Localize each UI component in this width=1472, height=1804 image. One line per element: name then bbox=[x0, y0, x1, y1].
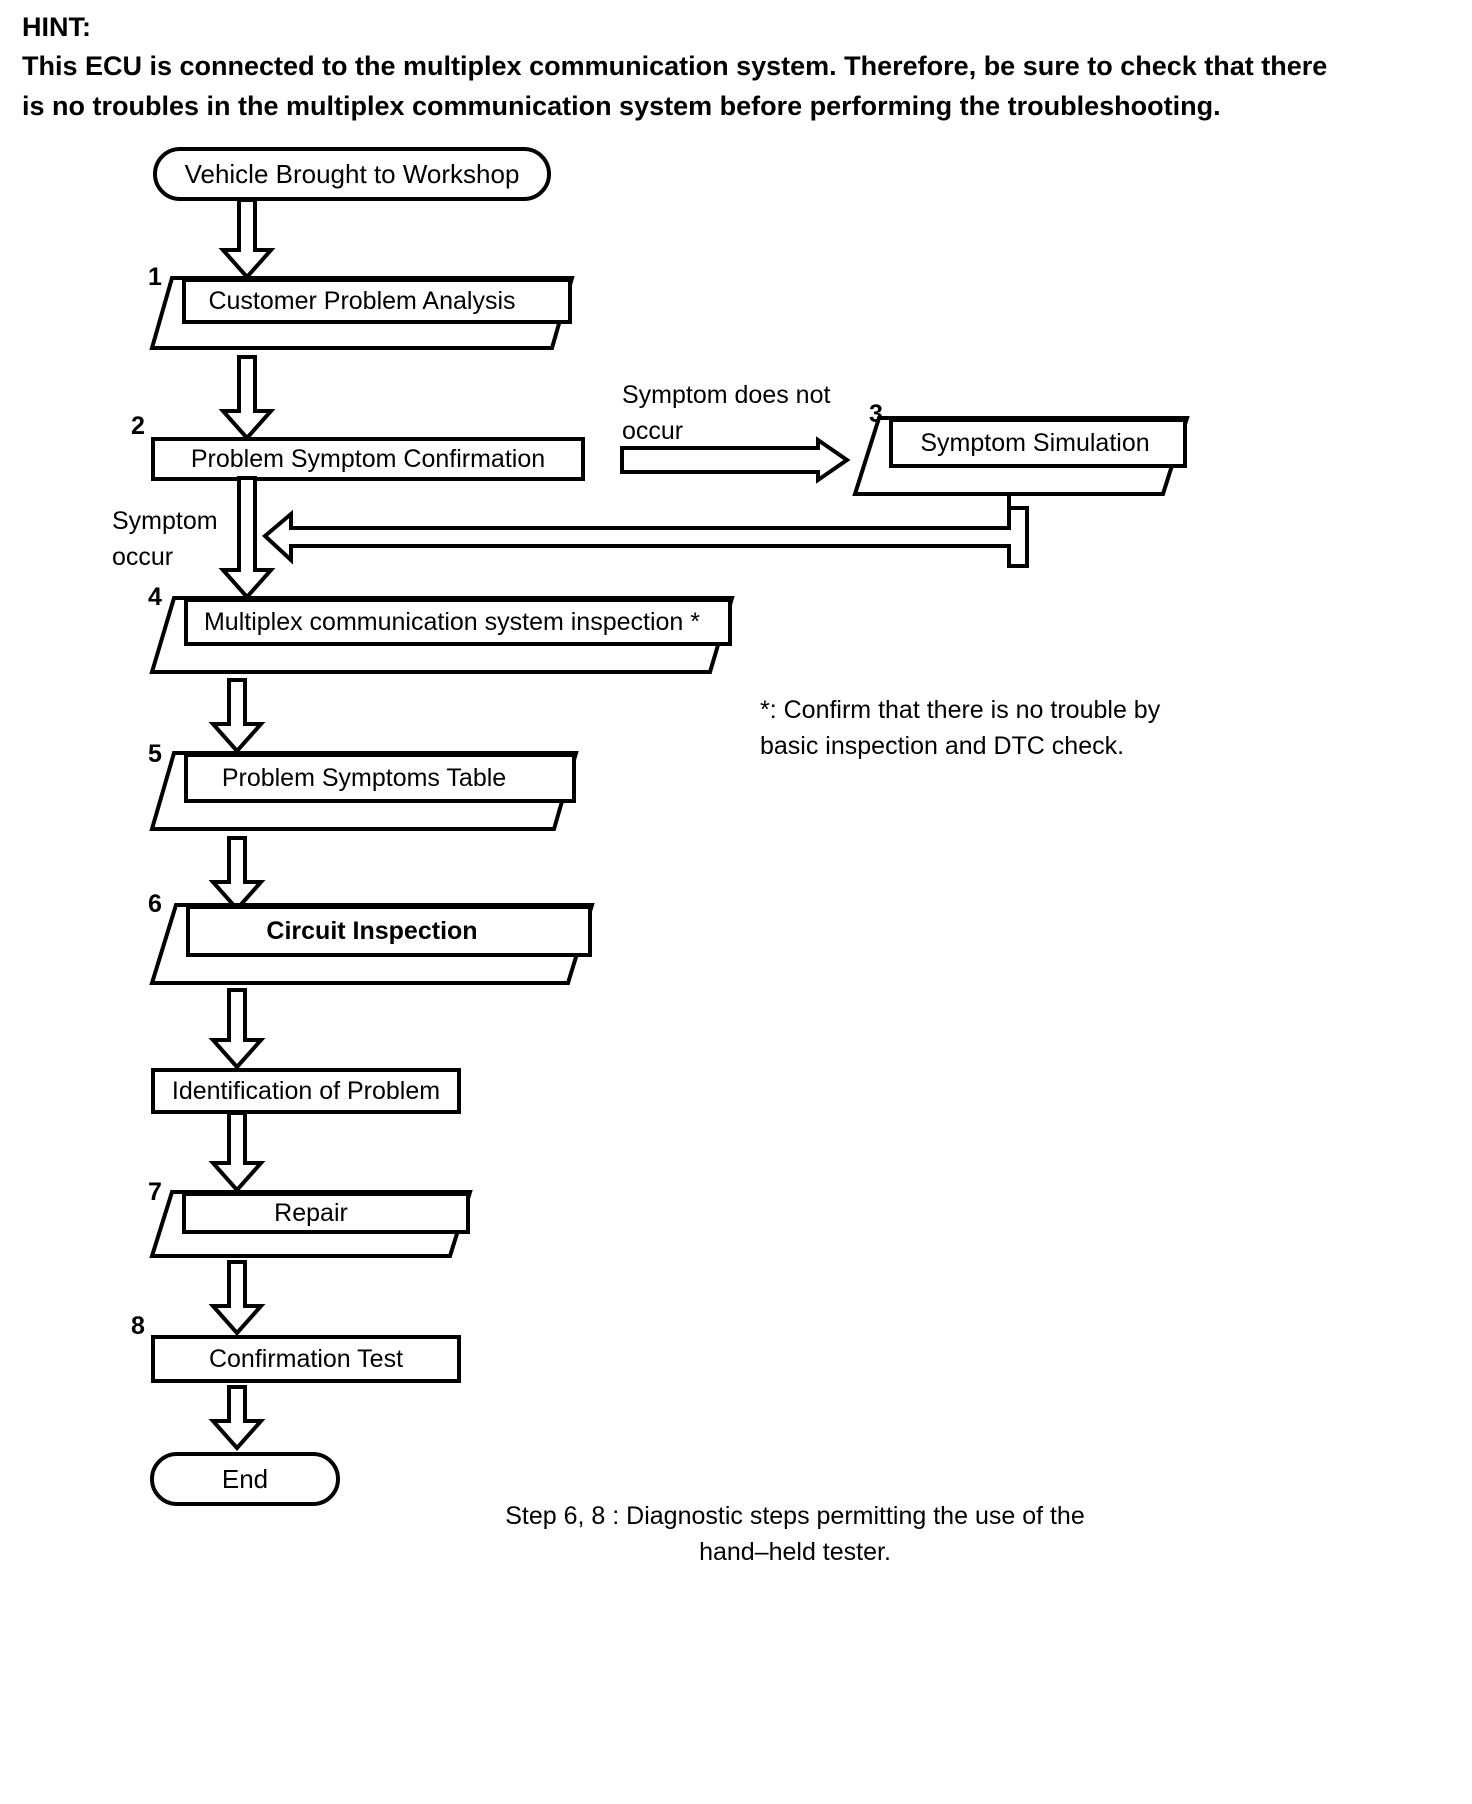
arrow-return-step3-to-step4-path bbox=[261, 506, 1045, 572]
identification-of-problem-box[interactable]: Identification of Problem bbox=[151, 1068, 461, 1114]
step-number-8: 8 bbox=[131, 1312, 145, 1340]
arrow-step8-to-end bbox=[208, 1385, 266, 1452]
step-number-7: 7 bbox=[148, 1178, 162, 1206]
step-box-8-label: Confirmation Test bbox=[208, 1344, 404, 1373]
step-number-5: 5 bbox=[148, 740, 162, 768]
arrow-identification-to-step7 bbox=[208, 1111, 266, 1194]
arrow-step2-to-step3 bbox=[620, 436, 851, 484]
step-box-3[interactable]: Symptom Simulation bbox=[852, 416, 1190, 496]
step-box-6[interactable]: Circuit Inspection bbox=[149, 903, 595, 985]
arrow-step4-to-step5 bbox=[208, 678, 266, 755]
step-box-1[interactable]: Customer Problem Analysis bbox=[149, 276, 575, 350]
step-number-6: 6 bbox=[148, 890, 162, 918]
hint-body: This ECU is connected to the multiplex c… bbox=[22, 51, 1328, 122]
step-number-4: 4 bbox=[148, 583, 162, 611]
hint-block: HINT: This ECU is connected to the multi… bbox=[22, 8, 1352, 127]
arrow-step5-to-step6 bbox=[208, 836, 266, 913]
end-terminator-label: End bbox=[221, 1463, 269, 1494]
arrow-start-to-step1 bbox=[218, 198, 276, 281]
bottom-caption: Step 6, 8 : Diagnostic steps permitting … bbox=[505, 1502, 1085, 1567]
hint-label: HINT: bbox=[22, 12, 91, 42]
return-riser-connector bbox=[1007, 492, 1011, 514]
start-terminator-label: Vehicle Brought to Workshop bbox=[184, 158, 520, 189]
edge-label-symptom-occur: Symptom occur bbox=[112, 507, 218, 572]
step-box-2-label: Problem Symptom Confirmation bbox=[190, 444, 546, 473]
arrow-step1-to-step2 bbox=[218, 355, 276, 442]
identification-of-problem-label: Identification of Problem bbox=[171, 1076, 441, 1105]
step-box-5[interactable]: Problem Symptoms Table bbox=[149, 751, 579, 831]
step-number-2: 2 bbox=[131, 412, 145, 440]
end-terminator[interactable]: End bbox=[150, 1452, 340, 1506]
edge-label-symptom-does-not-occur: Symptom does not occur bbox=[622, 381, 831, 446]
step-box-7[interactable]: Repair bbox=[149, 1190, 473, 1258]
arrow-step2-to-step4 bbox=[218, 476, 276, 601]
start-terminator[interactable]: Vehicle Brought to Workshop bbox=[153, 147, 551, 201]
arrow-step6-to-identification bbox=[208, 988, 266, 1071]
step-box-2[interactable]: Problem Symptom Confirmation bbox=[151, 437, 585, 481]
step-number-1: 1 bbox=[148, 263, 162, 291]
step-box-4[interactable]: Multiplex communication system inspectio… bbox=[149, 596, 735, 674]
asterisk-note: *: Confirm that there is no trouble by b… bbox=[760, 696, 1161, 761]
arrow-step7-to-step8 bbox=[208, 1260, 266, 1337]
step-box-8[interactable]: Confirmation Test bbox=[151, 1335, 461, 1383]
